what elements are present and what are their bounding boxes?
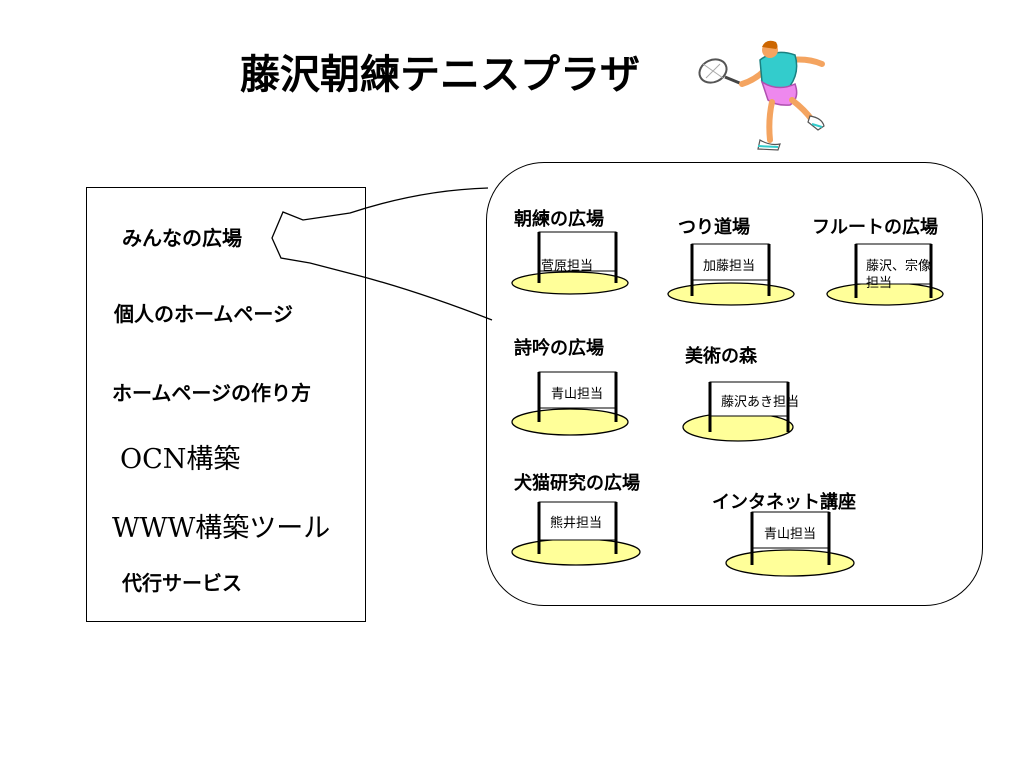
plaza-title[interactable]: 朝練の広場 (514, 209, 604, 230)
plaza-title[interactable]: フルートの広場 (812, 217, 938, 238)
sign-label: 加藤担当 (703, 259, 756, 274)
plaza-title[interactable]: 詩吟の広場 (514, 338, 604, 359)
sign-label: 藤沢、宗像 (866, 259, 932, 274)
plaza-title[interactable]: つり道場 (678, 217, 750, 238)
sign-label: 青山担当 (551, 387, 604, 402)
sign-label: 熊井担当 (550, 516, 603, 531)
menu-item-ocn-build[interactable]: OCN構築 (120, 444, 241, 475)
menu-item-homepage-howto[interactable]: ホームページの作り方 (112, 381, 311, 405)
sign-label: 青山担当 (764, 527, 817, 542)
menu-item-proxy-service[interactable]: 代行サービス (122, 571, 242, 595)
menu-panel (86, 187, 366, 622)
sign-label: 担当 (866, 276, 893, 291)
menu-item-www-tools[interactable]: WWW構築ツール (112, 513, 331, 544)
plaza-title[interactable]: 美術の森 (685, 346, 757, 367)
plaza-title[interactable]: インタネット講座 (712, 492, 856, 513)
plaza-area (486, 162, 983, 606)
sign-label: 菅原担当 (541, 259, 594, 274)
page-title: 藤沢朝練テニスプラザ (240, 52, 640, 98)
plaza-title[interactable]: 犬猫研究の広場 (514, 473, 640, 494)
menu-item-personal-homepage[interactable]: 個人のホームページ (114, 302, 293, 326)
sign-label: 藤沢あき担当 (721, 395, 800, 410)
menu-item-everyone-plaza[interactable]: みんなの広場 (122, 226, 242, 250)
